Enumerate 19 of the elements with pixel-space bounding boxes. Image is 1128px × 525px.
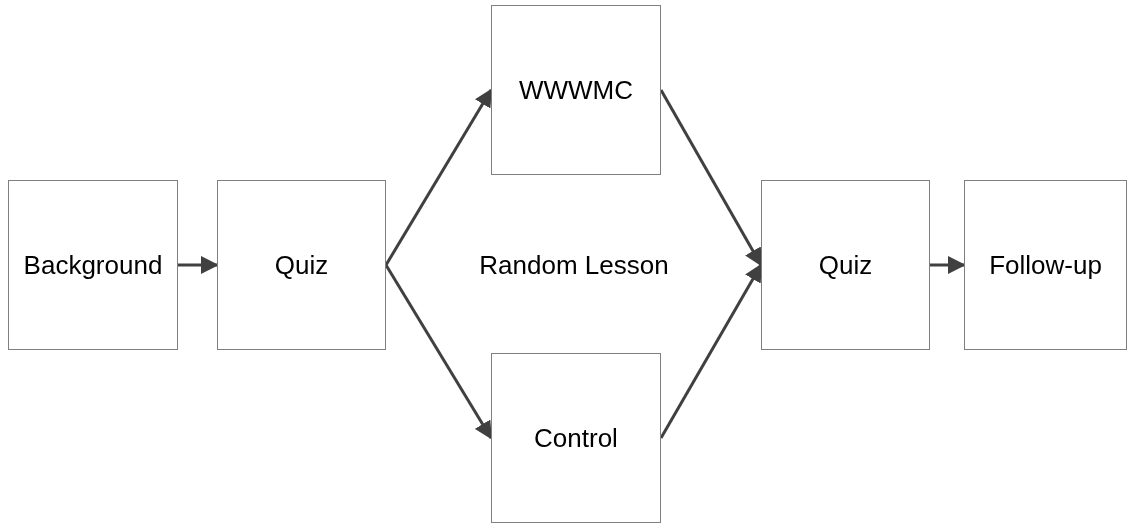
arrow (178, 256, 219, 274)
arrow (659, 263, 763, 439)
arrow (384, 264, 493, 440)
process-box (8, 180, 178, 350)
process-box (491, 353, 661, 523)
box-label: Quiz (274, 248, 329, 282)
box-label: Quiz (818, 248, 873, 282)
arrow (384, 88, 493, 266)
box-label: Follow-up (989, 248, 1102, 282)
process-box (491, 5, 661, 175)
group-label: Random Lesson (478, 249, 670, 282)
arrow (930, 256, 966, 274)
box-label: Background (23, 248, 163, 282)
box-label: WWWMC (518, 73, 634, 107)
process-box (761, 180, 930, 350)
box-label: Control (534, 421, 618, 455)
process-box (964, 180, 1127, 350)
process-box (217, 180, 386, 350)
arrow (659, 89, 763, 267)
